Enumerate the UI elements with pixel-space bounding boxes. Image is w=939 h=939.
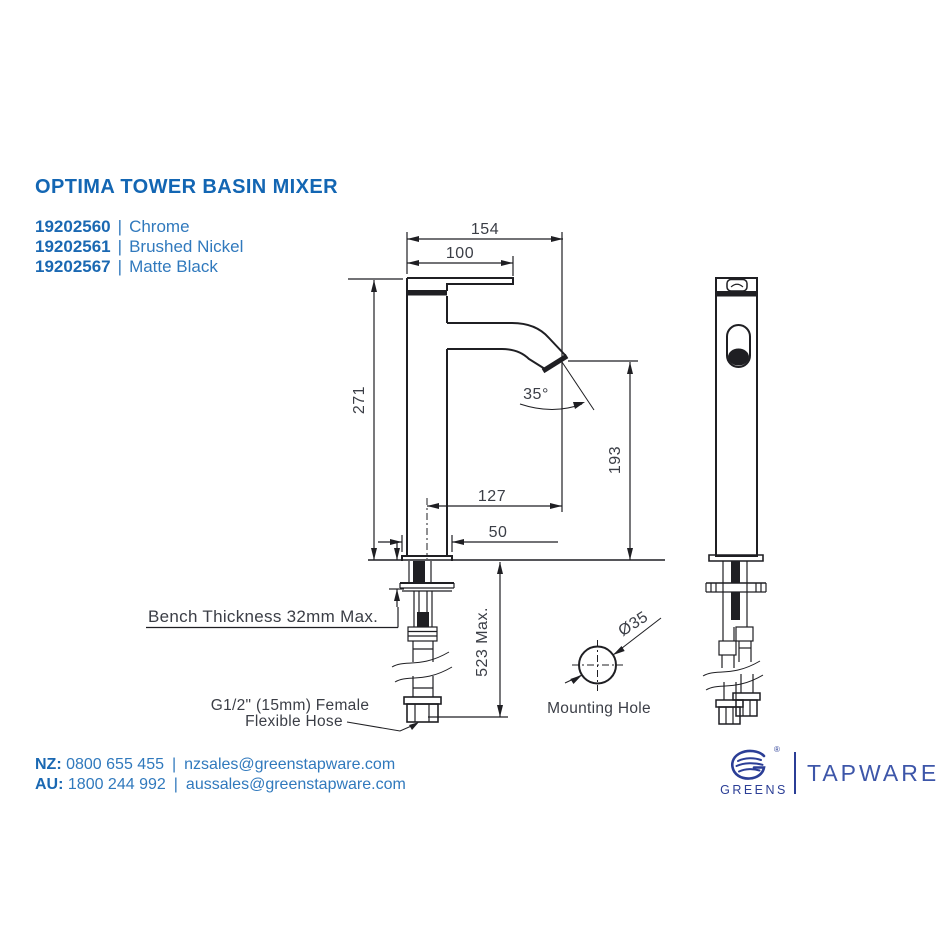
dim-271-label: 271 [351,386,368,414]
dimension-35-degree: 35° [519,361,595,411]
contact-row-nz: NZ: 0800 655 455 | nzsales@greenstapware.c… [35,755,406,775]
collar-band-front [715,291,758,297]
contact-info: NZ: 0800 655 455 | nzsales@greenstapware.c… [35,755,406,795]
separator: | [171,756,177,773]
product-code-row: 19202567 | Matte Black [35,257,243,277]
side-view-drawing [391,277,569,723]
lever-handle [407,277,514,291]
separator: | [117,217,123,236]
au-label: AU: [35,776,64,793]
dim-50-label: 50 [489,524,508,541]
mixer-body-front [715,277,758,557]
product-code: 19202561 [35,237,111,256]
shank-and-washer [399,561,455,627]
nz-phone: 0800 655 455 [66,756,164,773]
front-view-drawing [702,277,767,725]
lever-handle-front [726,278,748,292]
hole-diameter-label: Ø35 [616,608,652,640]
dimension-193: 193 [568,360,638,560]
product-code-list: 19202560|Chrome 19202561|Brushed Nickel … [35,217,243,277]
registered-mark: ® [774,745,780,754]
mounting-hole-label: Mounting Hole [547,700,651,717]
dimension-523: 523 Max. [428,562,508,718]
collar-band [407,290,447,296]
shank-front [722,561,748,627]
aerator-tip [541,353,569,374]
dim-523-label: 523 Max. [474,607,491,677]
logo-divider [794,752,796,794]
spout [447,322,569,374]
au-email[interactable]: aussales@greenstapware.com [185,776,406,793]
base-flange-front [708,554,764,562]
dimension-154: 154 [406,221,563,512]
dim-100-label: 100 [446,245,474,262]
separator: | [173,776,178,793]
dimension-100: 100 [407,245,514,276]
spout-outlet-front [726,324,751,368]
greens-g-icon [730,749,766,780]
dimension-271: 271 [348,278,403,560]
hose-nut [403,696,442,723]
nz-email[interactable]: nzsales@greenstapware.com [184,756,396,773]
hose-label-line1: G1/2" (15mm) Female [211,697,370,714]
finish-name: Chrome [129,217,190,236]
hose-label-line2: Flexible Hose [245,713,343,730]
finish-name: Brushed Nickel [129,237,244,256]
bench-thickness-callout: Bench Thickness 32mm Max. [146,607,399,629]
dim-angle-label: 35° [523,386,549,403]
base-flange [401,555,453,561]
logo-product-line-text: TAPWARE [807,760,939,786]
finish-name: Matte Black [129,257,218,276]
contact-row-au: AU: 1800 244 992 | aussales@greenstapware.… [35,775,406,795]
product-code: 19202560 [35,217,111,236]
page-title: OPTIMA TOWER BASIN MIXER [35,176,338,198]
au-phone: 1800 244 992 [67,776,166,793]
separator: | [117,237,123,256]
separator: | [117,257,123,276]
dim-154-label: 154 [471,221,499,238]
mixer-body [406,278,448,556]
nz-label: NZ: [35,756,62,773]
greens-tapware-logo: ® GREENS TAPWARE [712,744,936,804]
dimension-50: 50 [378,524,558,552]
dimension-bench-thickness [389,543,404,607]
mounting-washer-front [705,582,767,593]
dim-127-label: 127 [478,488,506,505]
flexible-hose [391,626,453,723]
logo-brand-text: GREENS [720,783,788,797]
hose-callout: G1/2" (15mm) Female Flexible Hose [211,697,419,732]
product-code-row: 19202561 | Brushed Nickel [35,237,243,257]
product-code: 19202567 [35,257,111,276]
dim-193-label: 193 [607,446,624,474]
product-code-row: 19202560 | Chrome [35,217,243,237]
dimension-127: 127 [427,488,562,509]
bench-thickness-label: Bench Thickness 32mm Max. [148,607,378,626]
flexible-hoses-front [702,626,764,725]
mounting-hole-detail: Ø35 Mounting Hole [547,608,662,717]
